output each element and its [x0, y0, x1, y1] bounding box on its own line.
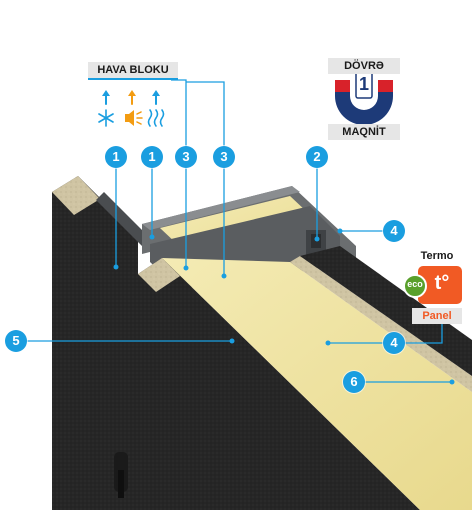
marker-3-seal-left: 3	[175, 146, 197, 168]
leader-lines	[27, 79, 452, 383]
marker-6-front-skin: 6	[343, 371, 365, 393]
marker-4-frame: 4	[383, 220, 405, 242]
marker-2-magnet: 2	[306, 146, 328, 168]
marker-4-insulation: 4	[383, 332, 405, 354]
front-insulation	[162, 258, 472, 510]
panel-label: Panel	[412, 308, 462, 324]
air-block-icons	[98, 90, 165, 127]
arrow-up-icon	[152, 90, 160, 105]
front-skin-strip	[290, 256, 472, 392]
snowflake-icon	[98, 109, 114, 127]
circuit-title: DÖVRƏ	[328, 58, 400, 74]
arrow-up-icon	[128, 90, 136, 105]
leader-dots	[113, 228, 455, 385]
t-degree-label: t°	[434, 272, 450, 294]
heat-waves-icon	[147, 109, 165, 127]
air-block-title: HAVA BLOKU	[88, 62, 178, 80]
arrow-up-icon	[102, 90, 110, 105]
rear-frame-top	[142, 186, 300, 230]
magnet-label: MAQNİT	[328, 124, 400, 140]
back-panel-edge	[52, 176, 100, 215]
marker-1-back-strip: 1	[141, 146, 163, 168]
front-panel-edge	[138, 258, 180, 292]
circuit-number: 1	[358, 74, 369, 94]
marker-5-front-panel: 5	[5, 330, 27, 352]
thermo-title: Termo	[412, 248, 462, 264]
magnet-icon	[335, 71, 393, 125]
marker-3-seal-right: 3	[213, 146, 235, 168]
thermo-panel-icon	[403, 266, 462, 304]
eco-label: eco	[407, 279, 423, 289]
back-frame-strip	[96, 192, 150, 246]
front-panel	[138, 258, 420, 510]
sound-icon	[125, 110, 143, 126]
marker-1-back-panel: 1	[105, 146, 127, 168]
